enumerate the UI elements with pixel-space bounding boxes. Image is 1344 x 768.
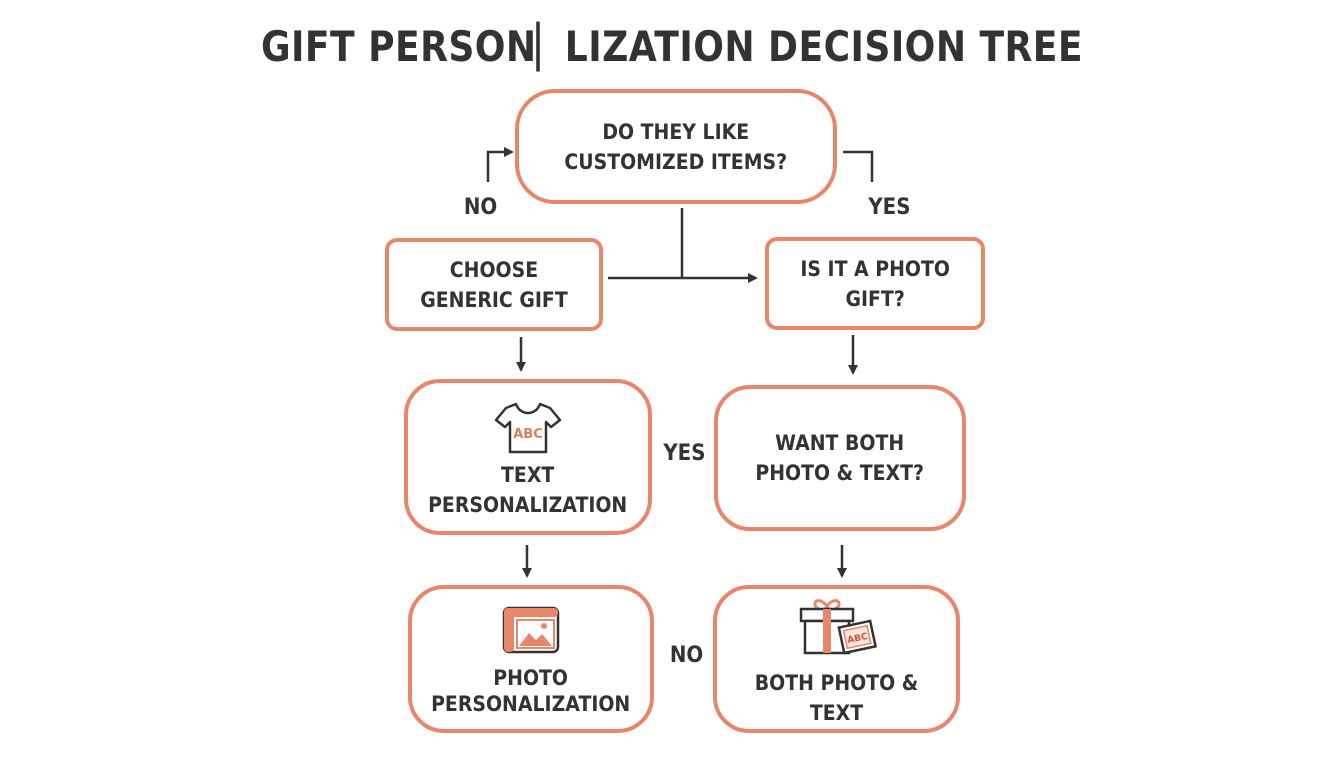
node-choose-generic: CHOOSE GENERIC GIFT xyxy=(385,238,603,331)
edge-label-yes-top: YES xyxy=(868,195,911,220)
node-photo-gift-question: IS IT A PHOTO GIFT? xyxy=(765,237,985,330)
node-both-q-line2: PHOTO & TEXT? xyxy=(755,461,925,485)
edge-label-no-top: NO xyxy=(463,195,498,220)
picture-frame-icon xyxy=(502,606,560,654)
t-shirt-icon: ABC xyxy=(494,402,562,454)
node-text-personalization: ABC TEXT PERSONALIZATION xyxy=(404,379,652,535)
edge-label-no-bottom: NO xyxy=(669,643,704,668)
diagram-title: GIFT PERSON▏LIZATION DECISION TREE xyxy=(260,22,1084,71)
gift-box-icon: ABC xyxy=(799,599,877,655)
node-both-photo-text: ABC BOTH PHOTO & TEXT xyxy=(713,585,960,733)
node-generic-line1: CHOOSE xyxy=(449,257,539,282)
gift-box-icon-text: ABC xyxy=(846,632,868,646)
node-both-question: WANT BOTH PHOTO & TEXT? xyxy=(714,385,966,531)
node-photo-personalization: PHOTO PERSONALIZATION xyxy=(408,585,654,733)
node-both-line1: BOTH PHOTO & TEXT xyxy=(754,671,919,725)
node-customized-line2: CUSTOMIZED ITEMS? xyxy=(564,149,788,174)
node-text-line2: PERSONALIZATION xyxy=(428,493,628,517)
node-generic-line2: GENERIC GIFT xyxy=(420,287,568,312)
node-photo-line2: PERSONALIZATION xyxy=(431,692,631,716)
node-photo-gift-line2: GIFT? xyxy=(845,286,905,311)
node-customized-line1: DO THEY LIKE xyxy=(602,119,750,144)
node-text-line1: TEXT xyxy=(501,463,555,487)
node-photo-gift-line1: IS IT A PHOTO xyxy=(800,256,950,281)
arrow-yes-bracket xyxy=(843,150,874,182)
t-shirt-icon-text: ABC xyxy=(513,427,543,442)
edge-label-yes-middle: YES xyxy=(663,441,706,466)
node-photo-line1: PHOTO xyxy=(493,666,569,690)
arrow-no-to-top xyxy=(486,147,514,182)
node-customized-question: DO THEY LIKE CUSTOMIZED ITEMS? xyxy=(515,89,837,204)
node-both-q-line1: WANT BOTH xyxy=(775,431,905,455)
